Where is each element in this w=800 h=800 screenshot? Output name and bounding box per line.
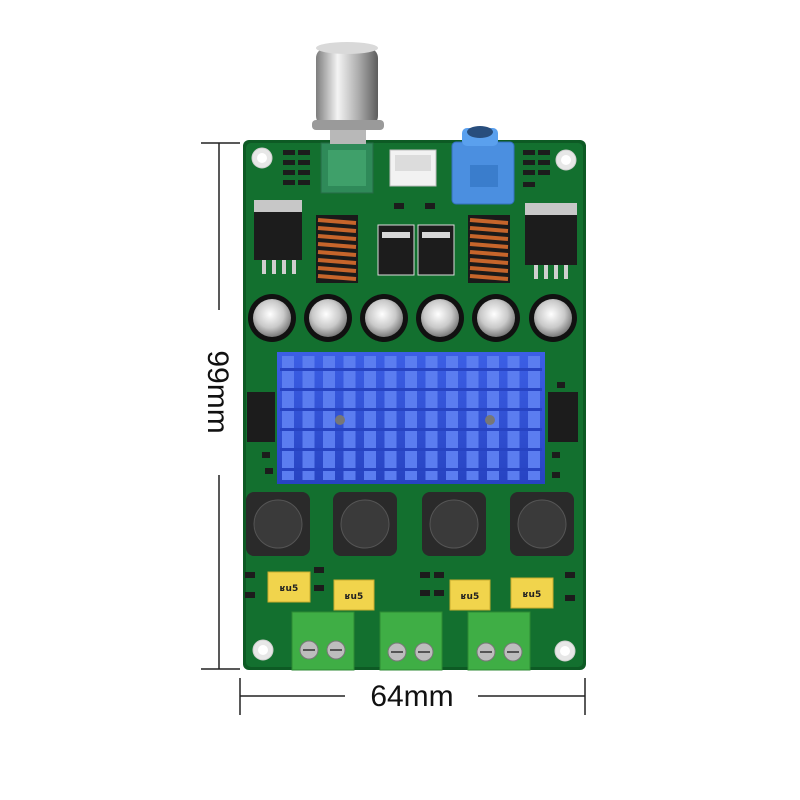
capacitor [416, 294, 464, 342]
heatsink-fin [302, 356, 315, 480]
heatsink-groove [280, 428, 542, 431]
film-capacitor: ʁu5 [449, 579, 491, 611]
screw-terminal-middle [379, 611, 443, 671]
heatsink-fin [364, 356, 376, 480]
regulator-right [525, 203, 577, 279]
width-label: 64mm [370, 680, 453, 713]
capacitor [304, 294, 352, 342]
svg-text:ʁu5: ʁu5 [461, 592, 479, 602]
heatsink-fin [425, 356, 438, 480]
capacitor [472, 294, 520, 342]
heatsink-fin [343, 356, 356, 480]
screw-terminal-right [467, 611, 531, 671]
heatsink-groove [280, 388, 542, 391]
mounting-holes [251, 147, 577, 662]
chip-right [548, 392, 578, 442]
inductor [246, 492, 310, 556]
heatsink-groove [280, 468, 542, 471]
heatsink [277, 352, 545, 484]
heatsink-fin [282, 356, 294, 480]
heatsink-groove [280, 368, 542, 371]
svg-text:ʁu5: ʁu5 [523, 590, 541, 600]
volume-knob [312, 42, 384, 194]
output-inductors [246, 492, 574, 556]
film-capacitor: ʁu5 [267, 571, 311, 603]
capacitor [360, 294, 408, 342]
heatsink-fin [507, 356, 520, 480]
capacitor [529, 294, 577, 342]
toroid-inductor-left [316, 215, 358, 283]
toroid-inductor-right [468, 215, 510, 283]
film-capacitor: ʁu5 [333, 579, 375, 611]
svg-text:ʁu5: ʁu5 [280, 584, 298, 594]
screw-terminals [291, 611, 531, 671]
heatsink-fin [384, 356, 397, 480]
svg-text:ʁu5: ʁu5 [345, 592, 363, 602]
capacitor [248, 294, 296, 342]
inductor [510, 492, 574, 556]
inductor [333, 492, 397, 556]
inductor [422, 492, 486, 556]
heatsink-fin [323, 356, 335, 480]
heatsink-fin [405, 356, 417, 480]
smd-components [245, 150, 575, 601]
electrolytic-capacitors [248, 294, 577, 342]
power-diodes [377, 224, 455, 276]
height-dimension: 99mm [201, 142, 240, 670]
heatsink-fin [528, 356, 540, 480]
heatsink-fin [446, 356, 458, 480]
amplifier-board: ʁu5 ʁu5 ʁu5 ʁu5 [243, 42, 586, 671]
chip-left [247, 392, 275, 442]
film-capacitor: ʁu5 [510, 577, 554, 609]
width-dimension: 64mm [239, 678, 586, 715]
heatsink-groove [280, 448, 542, 451]
regulator-left [254, 200, 302, 274]
height-label: 99mm [201, 350, 234, 433]
heatsink-fin [466, 356, 479, 480]
film-capacitors: ʁu5 ʁu5 ʁu5 ʁu5 [267, 571, 554, 611]
screw-terminal-left [291, 611, 355, 671]
heatsink-groove [280, 408, 542, 411]
audio-jack [451, 126, 515, 205]
power-header [389, 149, 437, 187]
